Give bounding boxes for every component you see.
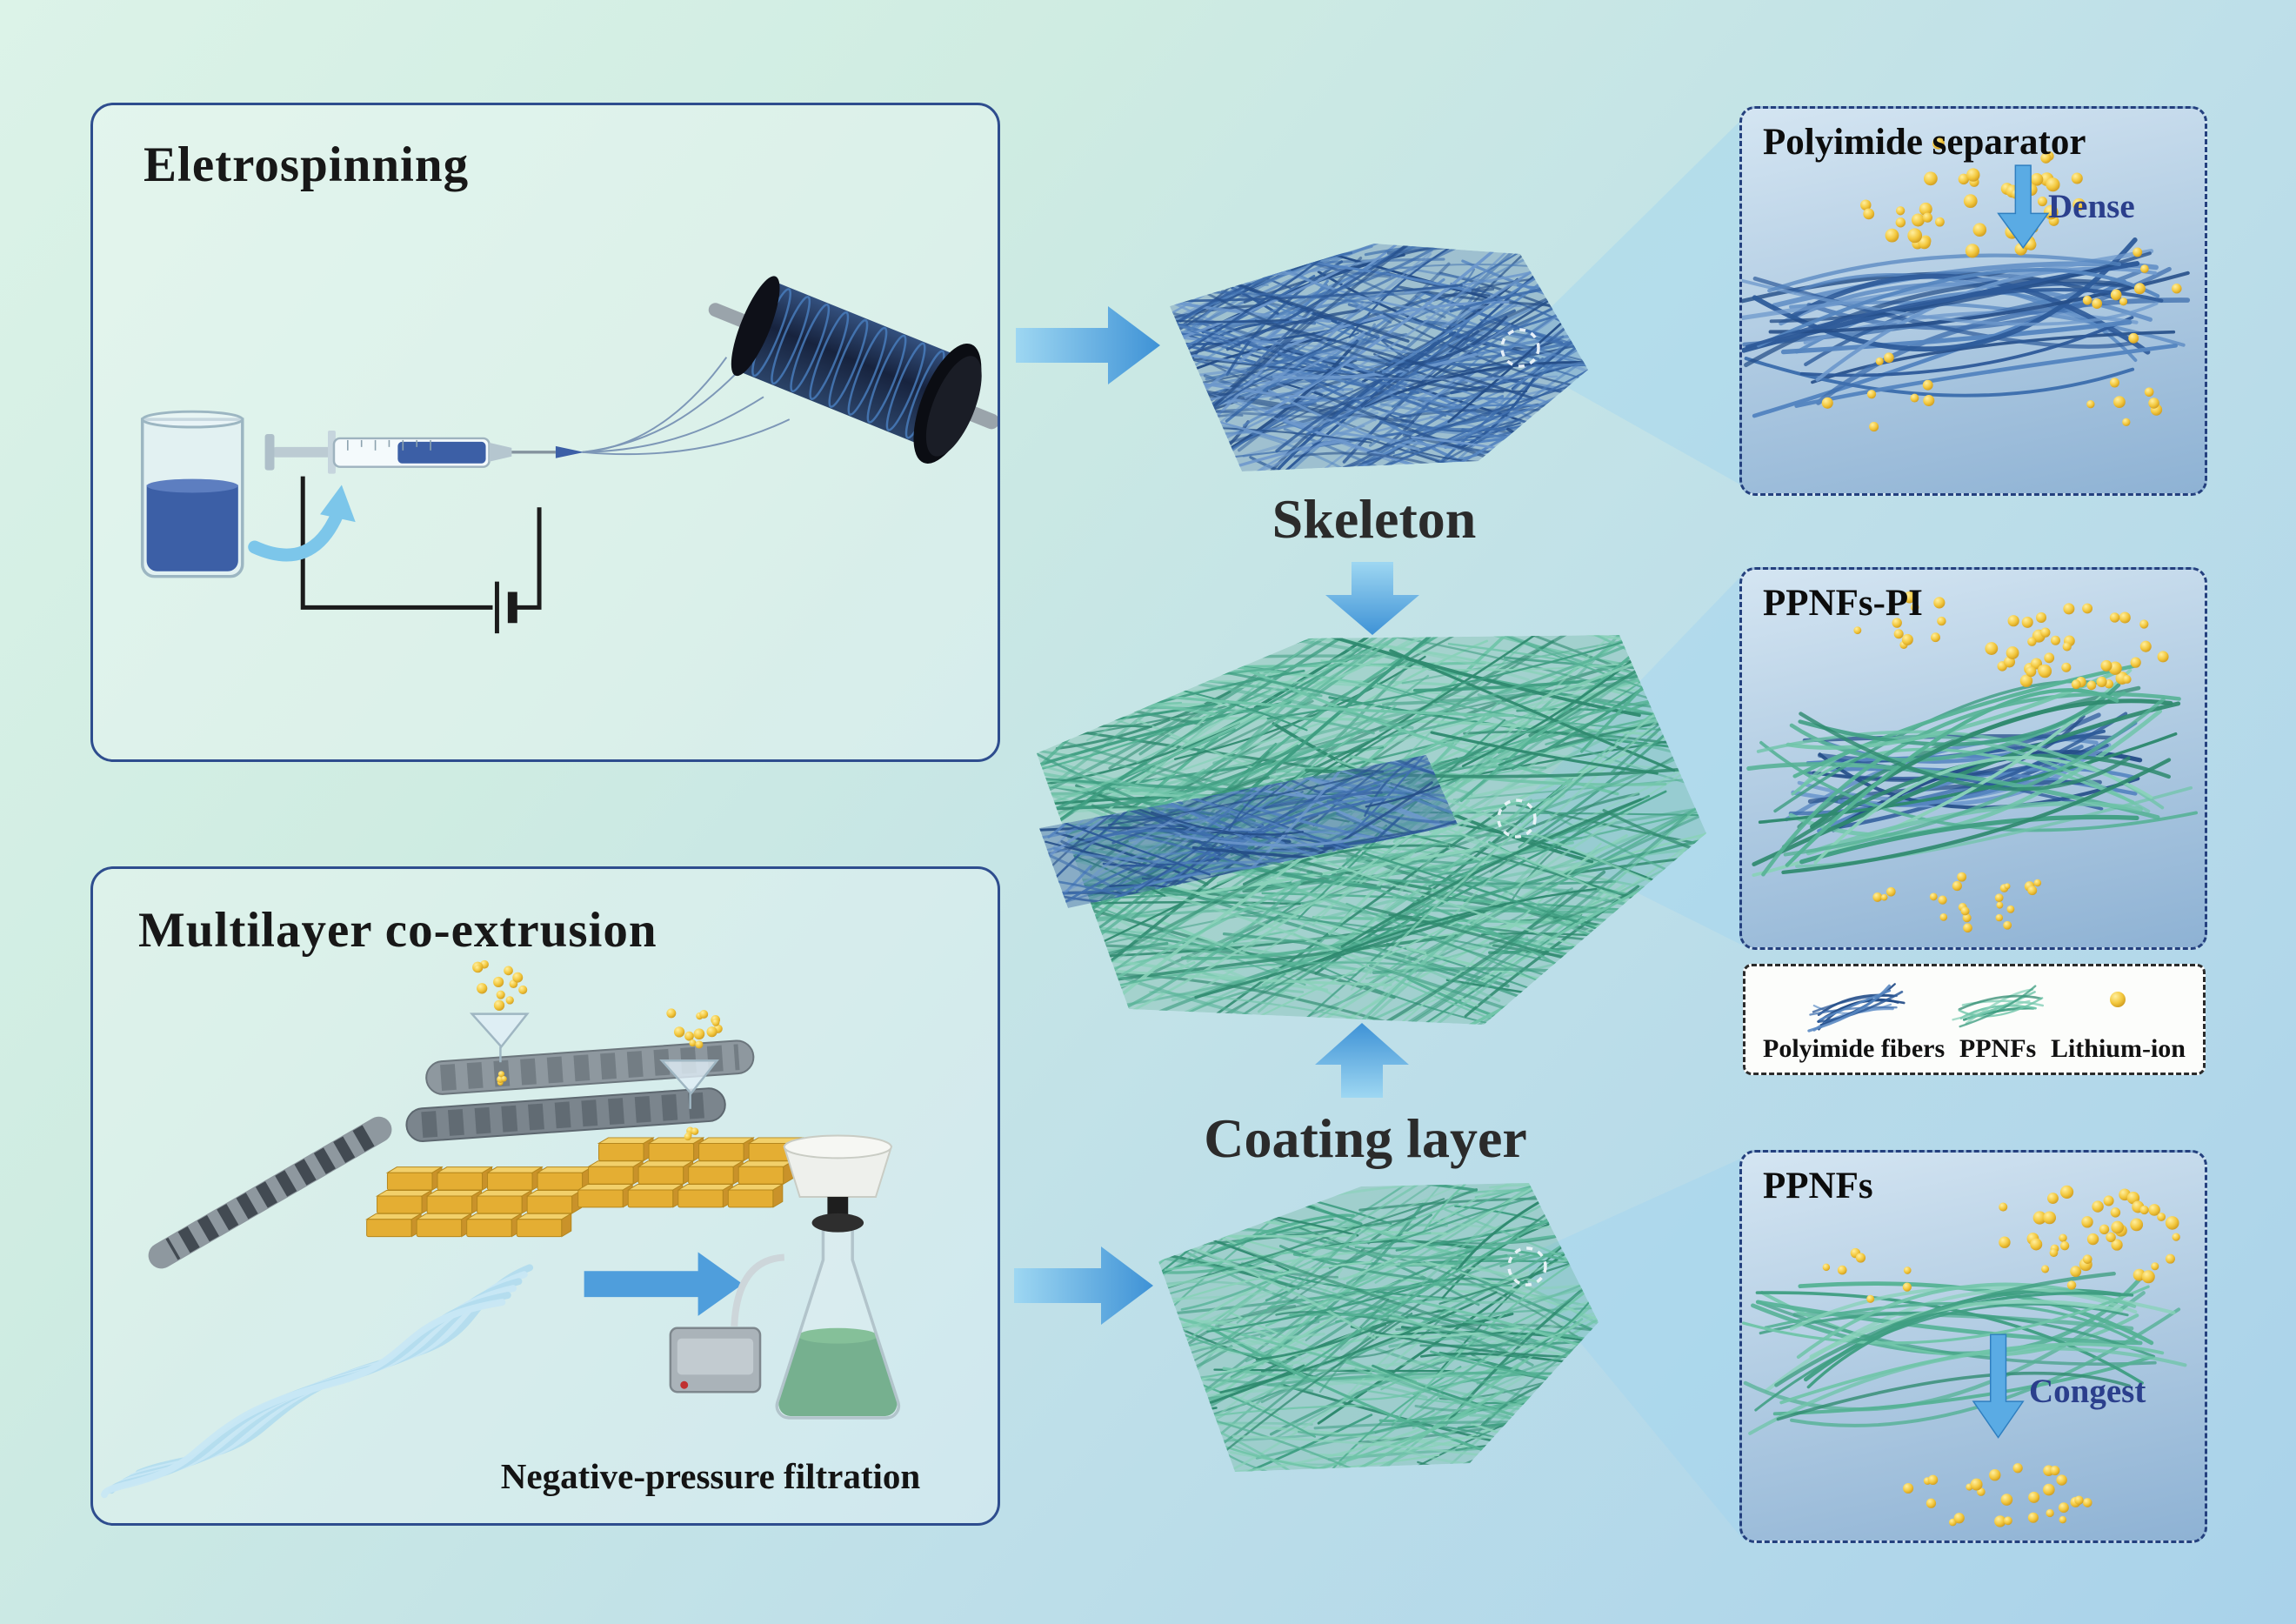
coextrusion-apparatus bbox=[101, 959, 901, 1499]
extruded-blocks bbox=[364, 1137, 805, 1238]
zoom-circle-polyimide bbox=[1500, 328, 1540, 368]
vacuum-pump bbox=[669, 1327, 762, 1393]
lithium-ion-icon bbox=[2110, 992, 2126, 1007]
zoom-panel-polyimide-separator: Polyimide separator Dense bbox=[1739, 106, 2207, 496]
arrow-skeleton-down bbox=[1325, 562, 1419, 635]
zoom-circle-composite bbox=[1497, 799, 1537, 839]
zoom-panel-title: PPNFs bbox=[1763, 1166, 1873, 1206]
arrow-electrospinning-to-mat bbox=[1016, 306, 1160, 384]
coating-layer-label: Coating layer bbox=[1204, 1107, 1527, 1169]
screw-conveyor bbox=[148, 1116, 392, 1269]
ppnfs-illustration bbox=[1742, 1185, 2187, 1527]
arrow-coating-up bbox=[1315, 1023, 1409, 1098]
skeleton-label: Skeleton bbox=[1271, 488, 1477, 550]
zoom-panel-title: PPNFs-PI bbox=[1763, 583, 1923, 624]
zoom-circle-ppnfs bbox=[1507, 1246, 1547, 1287]
legend-label: Lithium-ion bbox=[2050, 1034, 2186, 1063]
congest-annotation: Congest bbox=[2029, 1373, 2146, 1410]
legend-item-ppnfs: PPNFs bbox=[1947, 979, 2048, 1064]
beaker bbox=[140, 410, 244, 578]
arrow-coextrusion-to-mat bbox=[1014, 1246, 1153, 1325]
fiber-strands bbox=[101, 1264, 534, 1499]
filtration-caption: Negative-pressure filtration bbox=[500, 1456, 921, 1496]
filtration-setup bbox=[669, 1134, 901, 1420]
collector-drum bbox=[708, 276, 998, 464]
transfer-arrow-icon bbox=[248, 485, 356, 562]
ppnfs-icon bbox=[1952, 985, 2045, 1028]
buchner-funnel bbox=[783, 1134, 893, 1233]
dense-annotation: Dense bbox=[2048, 188, 2135, 225]
zoom-indicators bbox=[1497, 328, 1547, 1287]
legend-item-polyimide-fibers: Polyimide fibers bbox=[1763, 979, 1945, 1064]
electrospinning-apparatus bbox=[140, 276, 998, 634]
legend: Polyimide fibers PPNFs Lithium-ion bbox=[1743, 964, 2206, 1075]
electrospinning-panel: Eletrospinning bbox=[90, 103, 1000, 762]
fiber-jet bbox=[582, 357, 791, 456]
electrospinning-title: Eletrospinning bbox=[144, 137, 470, 192]
zoom-panel-ppnfs: PPNFs Congest bbox=[1739, 1150, 2207, 1543]
filtration-flask bbox=[775, 1225, 901, 1420]
legend-label: PPNFs bbox=[1959, 1034, 2037, 1063]
zoom-panel-ppnfs-pi: PPNFs-PI bbox=[1739, 567, 2207, 950]
syringe bbox=[264, 431, 584, 474]
taylor-cone bbox=[555, 445, 584, 458]
coextrusion-title: Multilayer co-extrusion bbox=[138, 903, 657, 958]
legend-item-lithium-ion: Lithium-ion bbox=[2051, 979, 2186, 1064]
hv-circuit bbox=[300, 476, 542, 634]
legend-label: Polyimide fibers bbox=[1763, 1034, 1946, 1063]
arrow-to-filtration bbox=[584, 1252, 744, 1316]
hopper-funnels bbox=[469, 1012, 719, 1109]
polyimide-fibers-icon bbox=[1806, 983, 1906, 1033]
coextrusion-panel: Multilayer co-extrusion Negative-pressur… bbox=[90, 866, 1000, 1526]
ppnfs-pi-illustration bbox=[1746, 591, 2199, 933]
dense-arrow-icon bbox=[1997, 164, 2050, 250]
polyimide-separator-illustration bbox=[1742, 137, 2191, 432]
zoom-panel-title: Polyimide separator bbox=[1763, 122, 2086, 163]
congest-arrow-icon bbox=[1972, 1333, 2025, 1439]
